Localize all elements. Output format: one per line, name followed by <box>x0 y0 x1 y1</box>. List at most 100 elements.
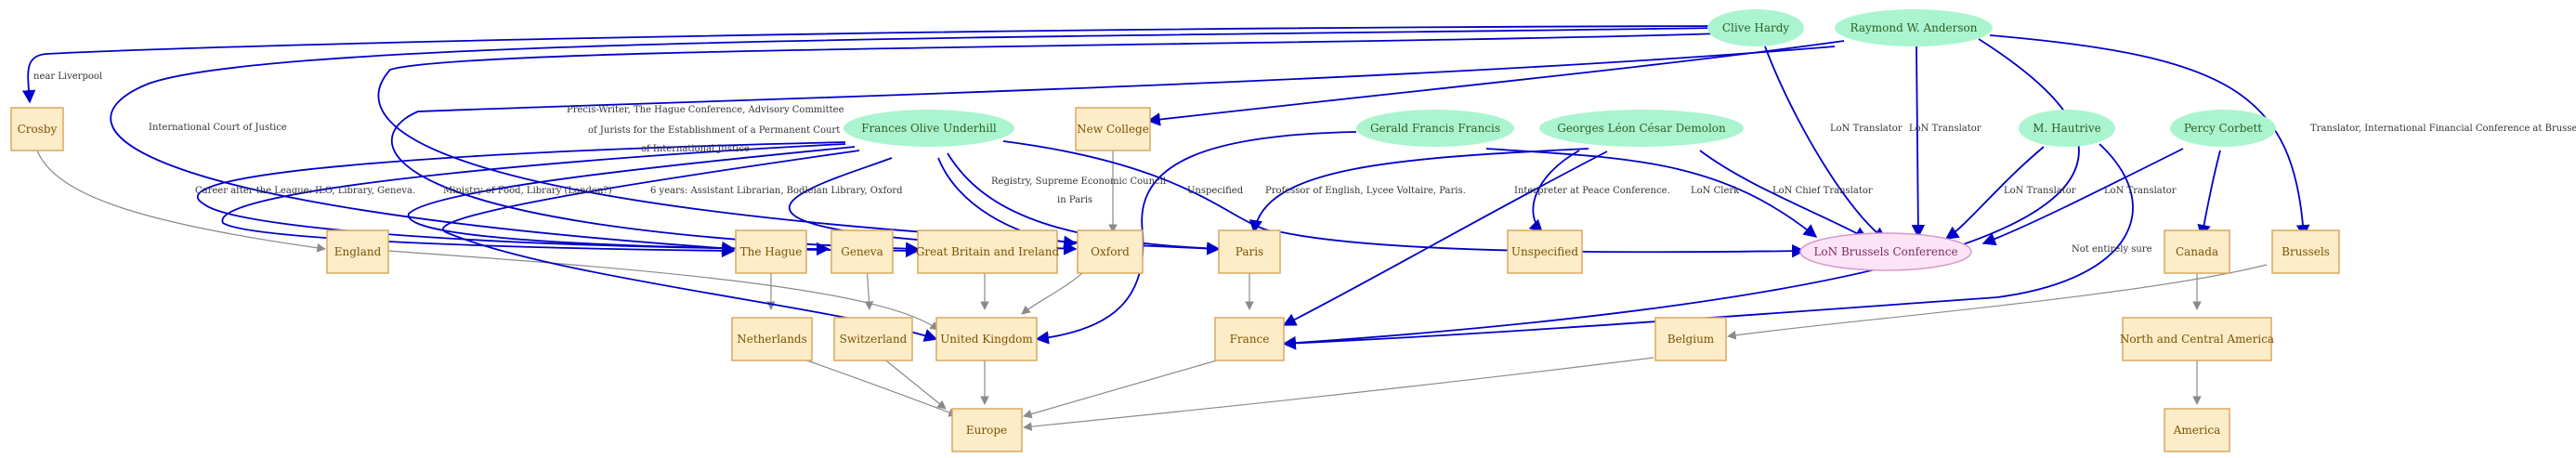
edge-hautrive-lonbrussels <box>1944 146 2045 240</box>
node-label: France <box>1230 333 1270 346</box>
node-geneva[interactable]: Geneva <box>830 229 894 274</box>
edge-percy-lonbrussels <box>1981 148 2184 246</box>
node-label: Gerald Francis Francis <box>1370 122 1500 135</box>
node-m-hautrive[interactable]: M. Hautrive <box>2019 110 2115 147</box>
edge-georges-lonbrussels <box>1699 150 1869 240</box>
edge-label: Interpreter at Peace Conference. <box>1514 186 1670 196</box>
node-label: Georges Léon César Demolon <box>1557 122 1726 135</box>
node-the-hague[interactable]: The Hague <box>735 229 807 274</box>
edge-label: LoN Clerk <box>1691 186 1740 196</box>
edge-frances-gbi <box>408 146 920 258</box>
node-great-britain-ireland[interactable]: Great Britain and Ireland <box>916 229 1060 274</box>
node-raymond-anderson[interactable]: Raymond W. Anderson <box>1835 9 1993 46</box>
node-label: Geneva <box>841 245 883 258</box>
node-france[interactable]: France <box>1214 317 1285 361</box>
edge-brussels-belgium <box>1727 264 2268 340</box>
edge-label: Professor of English, Lycee Voltaire, Pa… <box>1265 186 1466 196</box>
person-edges <box>21 25 2310 350</box>
edge-raymond-lonbrussels <box>1911 46 1926 239</box>
node-label: Percy Corbett <box>2184 122 2262 135</box>
node-europe[interactable]: Europe <box>951 408 1023 452</box>
edge-percy-canada <box>2197 150 2221 239</box>
edge-label: Precis-Writer, The Hague Conference, Adv… <box>567 105 844 115</box>
node-label: LoN Brussels Conference <box>1813 245 1957 258</box>
edge-georges-unspecified <box>1528 150 1580 234</box>
node-oxford[interactable]: Oxford <box>1077 229 1144 274</box>
node-canada[interactable]: Canada <box>2164 229 2230 274</box>
edge-raymond-france <box>1282 38 2080 350</box>
node-switzerland[interactable]: Switzerland <box>833 317 913 361</box>
edge-crosby-england <box>36 150 326 253</box>
node-label: Clive Hardy <box>1722 21 1790 34</box>
edge-label: Registry, Supreme Economic Council <box>991 177 1166 187</box>
node-frances-underhill[interactable]: Frances Olive Underhill <box>843 110 1014 147</box>
edge-label: of Jurists for the Establishment of a Pe… <box>588 125 840 136</box>
edge-label: Unspecified <box>1187 186 1244 196</box>
node-label: Unspecified <box>1511 245 1578 258</box>
edge-frances-paris <box>947 152 1221 255</box>
node-belgium[interactable]: Belgium <box>1654 317 1727 361</box>
edge-frances-hague <box>221 143 846 258</box>
edge-frances-lonbrussels <box>1002 140 1806 258</box>
edge-label: LoN Translator <box>2004 186 2076 196</box>
node-label: The Hague <box>740 245 803 258</box>
edge-label: of International Justice <box>641 144 750 154</box>
edge-label: 6 years: Assistant Librarian, Bodleian L… <box>650 186 903 196</box>
edge-england-uk <box>387 250 939 331</box>
node-label: United Kingdom <box>940 333 1033 346</box>
edge-clive-crosby <box>21 25 1720 104</box>
edge-raymond-gbi <box>390 46 1836 255</box>
node-label: Great Britain and Ireland <box>916 245 1060 258</box>
node-england[interactable]: England <box>326 229 389 274</box>
node-percy-corbett[interactable]: Percy Corbett <box>2170 110 2276 147</box>
edge-frances-uk <box>442 150 938 342</box>
edge-label: Translator, International Financial Conf… <box>2310 124 2576 134</box>
edge-gerald-lonbrussels <box>1485 148 1818 238</box>
node-label: Europe <box>966 424 1007 437</box>
node-label: New College <box>1077 123 1149 136</box>
node-gerald-francis[interactable]: Gerald Francis Francis <box>1356 110 1514 147</box>
node-paris[interactable]: Paris <box>1218 229 1281 274</box>
node-north-central-america[interactable]: North and Central America <box>2120 317 2274 361</box>
edge-label: Not entirely sure <box>2072 244 2152 255</box>
node-georges-demolon[interactable]: Georges Léon César Demolon <box>1539 110 1744 147</box>
edge-georges-paris <box>1249 148 1589 234</box>
node-america[interactable]: America <box>2164 408 2230 452</box>
node-label: North and Central America <box>2120 333 2274 346</box>
edge-georges-france <box>1282 150 1608 326</box>
edge-netherlands-europe <box>798 357 958 417</box>
node-crosby[interactable]: Crosby <box>10 107 64 151</box>
edge-clive-lonbrussels <box>1764 46 1888 241</box>
node-label: America <box>2173 424 2221 437</box>
edge-label: in Paris <box>1057 195 1092 205</box>
edge-belgium-europe <box>1023 357 1654 431</box>
node-label: Paris <box>1236 245 1263 258</box>
edge-labels: near Liverpool International Court of Ju… <box>33 72 2576 255</box>
edge-label: Career after the League: ILO, Library, G… <box>195 186 415 196</box>
edge-raymond-brussels <box>1989 34 2310 239</box>
node-unspecified[interactable]: Unspecified <box>1507 229 1583 274</box>
node-label: M. Hautrive <box>2033 122 2101 135</box>
edge-label: International Court of Justice <box>149 123 287 133</box>
node-lon-brussels-conference[interactable]: LoN Brussels Conference <box>1799 232 1972 271</box>
node-label: Crosby <box>18 123 58 136</box>
edge-label: Ministry of Food, Library (London?) <box>443 186 612 196</box>
edge-hautrive-france <box>1282 143 2134 350</box>
node-united-kingdom[interactable]: United Kingdom <box>935 317 1038 361</box>
node-brussels[interactable]: Brussels <box>2271 229 2340 274</box>
node-label: Belgium <box>1667 333 1715 346</box>
edge-frances-geneva <box>196 141 846 256</box>
edge-label: LoN Translator <box>1909 124 1981 134</box>
edge-label: LoN Translator <box>1830 124 1903 134</box>
node-new-college[interactable]: New College <box>1075 107 1151 151</box>
edge-clive-hague <box>110 27 1720 255</box>
edge-clive-paris <box>377 33 1724 255</box>
node-netherlands[interactable]: Netherlands <box>731 317 813 361</box>
node-label: Canada <box>2176 245 2218 258</box>
node-clive-hardy[interactable]: Clive Hardy <box>1707 9 1804 46</box>
edge-label: near Liverpool <box>33 72 102 82</box>
node-label: Frances Olive Underhill <box>861 122 997 135</box>
person-nodes: Clive Hardy Raymond W. Anderson Frances … <box>843 9 2276 147</box>
node-label: Raymond W. Anderson <box>1850 21 1978 34</box>
